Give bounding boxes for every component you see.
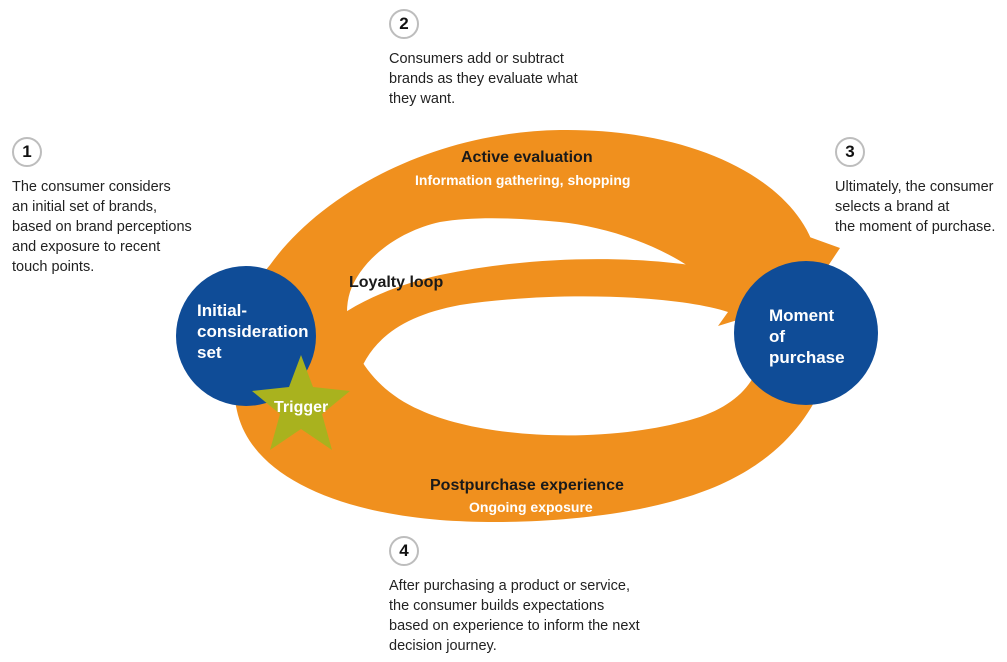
loyalty-loop-band: [270, 259, 770, 455]
step-1: 1 The consumer considers an initial set …: [12, 137, 212, 277]
initial-consideration-set-circle: [176, 266, 316, 406]
step-number-badge: 3: [835, 137, 865, 167]
active-evaluation-title: Active evaluation: [461, 149, 593, 166]
moment-of-purchase-circle: [734, 261, 878, 405]
step-3: 3 Ultimately, the consumer selects a bra…: [835, 137, 1007, 237]
active-evaluation-subtitle: Information gathering, shopping: [415, 172, 631, 188]
postpurchase-experience-subtitle: Ongoing exposure: [469, 499, 593, 515]
step-number-badge: 1: [12, 137, 42, 167]
loyalty-loop-label: Loyalty loop: [349, 274, 444, 291]
step-number-badge: 2: [389, 9, 419, 39]
initial-consideration-set-label: Initial- consideration set: [197, 301, 309, 362]
active-evaluation-arrowhead: [770, 230, 840, 290]
step-description: The consumer considers an initial set of…: [12, 179, 192, 275]
postpurchase-experience-title: Postpurchase experience: [430, 477, 624, 494]
step-description: Ultimately, the consumer selects a brand…: [835, 179, 996, 235]
step-number-badge: 4: [389, 536, 419, 566]
trigger-star: [252, 355, 350, 450]
step-2: 2 Consumers add or subtract brands as th…: [389, 9, 609, 109]
step-description: Consumers add or subtract brands as they…: [389, 51, 578, 107]
trigger-label: Trigger: [274, 399, 329, 416]
step-description: After purchasing a product or service, t…: [389, 578, 640, 654]
journey-outer-ring: [233, 129, 839, 522]
step-4: 4 After purchasing a product or service,…: [389, 536, 669, 656]
moment-of-purchase-label: Moment of purchase: [769, 306, 845, 367]
